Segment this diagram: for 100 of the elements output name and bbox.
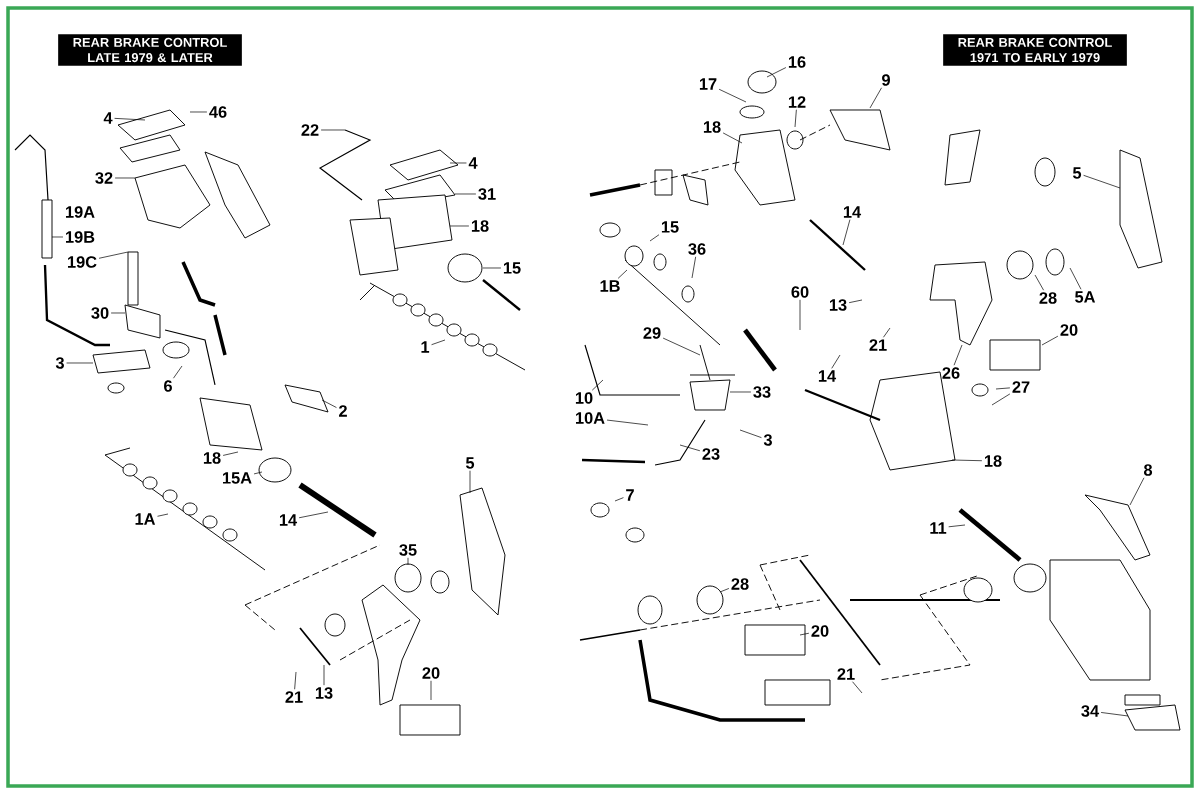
callout-number: 22 bbox=[301, 124, 319, 136]
leader-line bbox=[222, 451, 239, 456]
callout-number: 19B bbox=[66, 231, 95, 243]
callout-number: 14 bbox=[843, 206, 862, 218]
leader-line bbox=[649, 234, 660, 242]
leader-line bbox=[883, 327, 891, 338]
leader-line bbox=[951, 459, 983, 462]
leader-line bbox=[454, 193, 477, 195]
leader-line bbox=[606, 419, 649, 426]
callout-number: 21 bbox=[869, 339, 887, 351]
callout-number: 26 bbox=[942, 367, 960, 379]
leader-line bbox=[617, 269, 628, 279]
callout-number: 30 bbox=[91, 307, 109, 319]
leader-line bbox=[679, 444, 701, 452]
leader-line bbox=[794, 109, 797, 128]
callout-number: 33 bbox=[753, 386, 771, 398]
leader-line bbox=[321, 399, 337, 408]
leader-line bbox=[995, 387, 1011, 390]
callout-number: 8 bbox=[1143, 464, 1153, 476]
callout-number: 14 bbox=[279, 514, 298, 526]
leader-line bbox=[294, 671, 297, 690]
callout-number: 1 bbox=[421, 341, 430, 353]
leader-line bbox=[953, 344, 963, 366]
leader-line bbox=[799, 299, 801, 331]
callout-number: 13 bbox=[315, 687, 333, 699]
leader-line bbox=[719, 588, 730, 593]
callout-number: 18 bbox=[471, 220, 489, 232]
callout-number: 20 bbox=[1060, 324, 1078, 336]
callout-number: 5A bbox=[1075, 291, 1096, 303]
leader-line bbox=[66, 362, 94, 364]
callout-number: 18 bbox=[984, 455, 1002, 467]
leader-line bbox=[1041, 335, 1059, 346]
leader-line bbox=[430, 680, 432, 701]
leader-line bbox=[51, 236, 64, 238]
leader-line bbox=[173, 365, 183, 379]
callout-number: 27 bbox=[1012, 381, 1030, 393]
callout-number: 31 bbox=[478, 188, 496, 200]
callout-number: 21 bbox=[285, 691, 303, 703]
leader-line bbox=[469, 470, 471, 494]
leader-line bbox=[842, 219, 851, 246]
leader-line bbox=[157, 513, 169, 517]
callout-number: 20 bbox=[422, 667, 440, 679]
callout-number: 10 bbox=[575, 392, 593, 404]
callout-number: 21 bbox=[837, 668, 855, 680]
leader-line bbox=[114, 118, 146, 121]
callout-number: 1B bbox=[600, 280, 620, 292]
callout-number: 2 bbox=[339, 405, 347, 417]
title-box: REAR BRAKE CONTROL 1971 TO EARLY 1979 bbox=[943, 34, 1127, 66]
callout-number: 60 bbox=[791, 286, 809, 298]
callout-number: 1A bbox=[135, 513, 156, 525]
callout-number: 18 bbox=[203, 452, 221, 464]
leader-line bbox=[848, 299, 863, 304]
leader-line bbox=[114, 177, 136, 179]
callout-number: 15A bbox=[223, 472, 252, 484]
callout-number: 15 bbox=[661, 221, 679, 233]
leader-line bbox=[948, 524, 966, 528]
callout-number: 14 bbox=[818, 370, 837, 382]
leader-line bbox=[766, 67, 787, 78]
leader-line bbox=[1100, 712, 1129, 717]
callout-number: 20 bbox=[811, 625, 829, 637]
leader-line bbox=[298, 511, 329, 519]
leader-line bbox=[449, 162, 467, 164]
leader-line bbox=[110, 312, 126, 314]
leader-line bbox=[320, 129, 346, 131]
leader-line bbox=[323, 664, 325, 686]
callout-number: 28 bbox=[1039, 292, 1057, 304]
callout-number: 3 bbox=[55, 357, 64, 369]
callout-number: 15 bbox=[503, 262, 521, 274]
callout-number: 10A bbox=[576, 412, 605, 424]
callout-number: 3 bbox=[763, 434, 772, 446]
leader-line bbox=[253, 471, 263, 475]
callout-number: 13 bbox=[829, 299, 847, 311]
leader-line bbox=[1069, 267, 1082, 290]
callout-number: 29 bbox=[643, 327, 661, 339]
leader-line bbox=[662, 337, 701, 356]
leader-line bbox=[718, 88, 747, 103]
leader-line bbox=[831, 354, 841, 369]
leader-line bbox=[991, 393, 1011, 406]
leader-line bbox=[1034, 274, 1044, 291]
callout-number: 17 bbox=[699, 78, 717, 90]
callout-number: 46 bbox=[209, 106, 227, 118]
leader-line bbox=[869, 87, 882, 109]
leader-line bbox=[614, 497, 624, 502]
callout-number: 36 bbox=[688, 243, 706, 255]
leader-line bbox=[739, 429, 762, 438]
callout-number: 32 bbox=[95, 172, 113, 184]
callout-number: 34 bbox=[1081, 705, 1100, 717]
callout-number: 5 bbox=[1072, 167, 1082, 179]
leader-line bbox=[591, 379, 604, 391]
callout-number: 11 bbox=[930, 522, 947, 534]
callout-number: 9 bbox=[882, 74, 890, 86]
leader-line bbox=[98, 251, 129, 259]
callout-number: 28 bbox=[731, 578, 749, 590]
leader-line bbox=[691, 256, 696, 279]
leader-line bbox=[722, 132, 743, 144]
leader-line bbox=[189, 111, 208, 113]
callout-number: 18 bbox=[703, 121, 721, 133]
callout-number: 12 bbox=[788, 96, 806, 108]
callout-number: 19C bbox=[68, 256, 97, 268]
leader-line bbox=[1083, 174, 1121, 189]
